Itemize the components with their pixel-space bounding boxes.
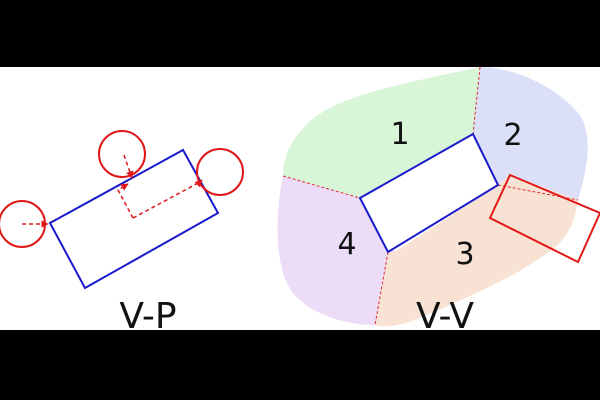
vp-arrow-right <box>132 179 203 219</box>
bottom-band <box>0 330 600 400</box>
vp-caption: V-P <box>119 296 176 337</box>
vp-circle-top <box>98 130 146 178</box>
top-band <box>0 0 600 67</box>
vv-label-2: 2 <box>503 118 522 153</box>
vv-red-rectangle <box>488 173 600 264</box>
vv-region-3 <box>375 175 578 327</box>
vv-label-4: 4 <box>337 227 356 262</box>
vv-label-1: 1 <box>390 117 409 152</box>
vp-rectangle <box>48 148 220 290</box>
vv-label-3: 3 <box>455 237 474 272</box>
vv-divider-14 <box>282 175 361 199</box>
vv-center-rectangle <box>358 132 500 254</box>
vv-diagram: 1 2 3 4 V-V <box>277 66 600 337</box>
vv-caption: V-V <box>416 296 474 337</box>
vv-region-1 <box>283 67 480 198</box>
vv-divider-12 <box>472 66 481 135</box>
vv-region-4 <box>277 176 395 325</box>
vv-divider-34 <box>374 251 389 326</box>
vp-arrow-inner <box>117 183 134 219</box>
vp-diagram: V-P <box>0 130 244 337</box>
vp-circle-right <box>196 148 244 196</box>
vv-region-2 <box>473 67 588 200</box>
